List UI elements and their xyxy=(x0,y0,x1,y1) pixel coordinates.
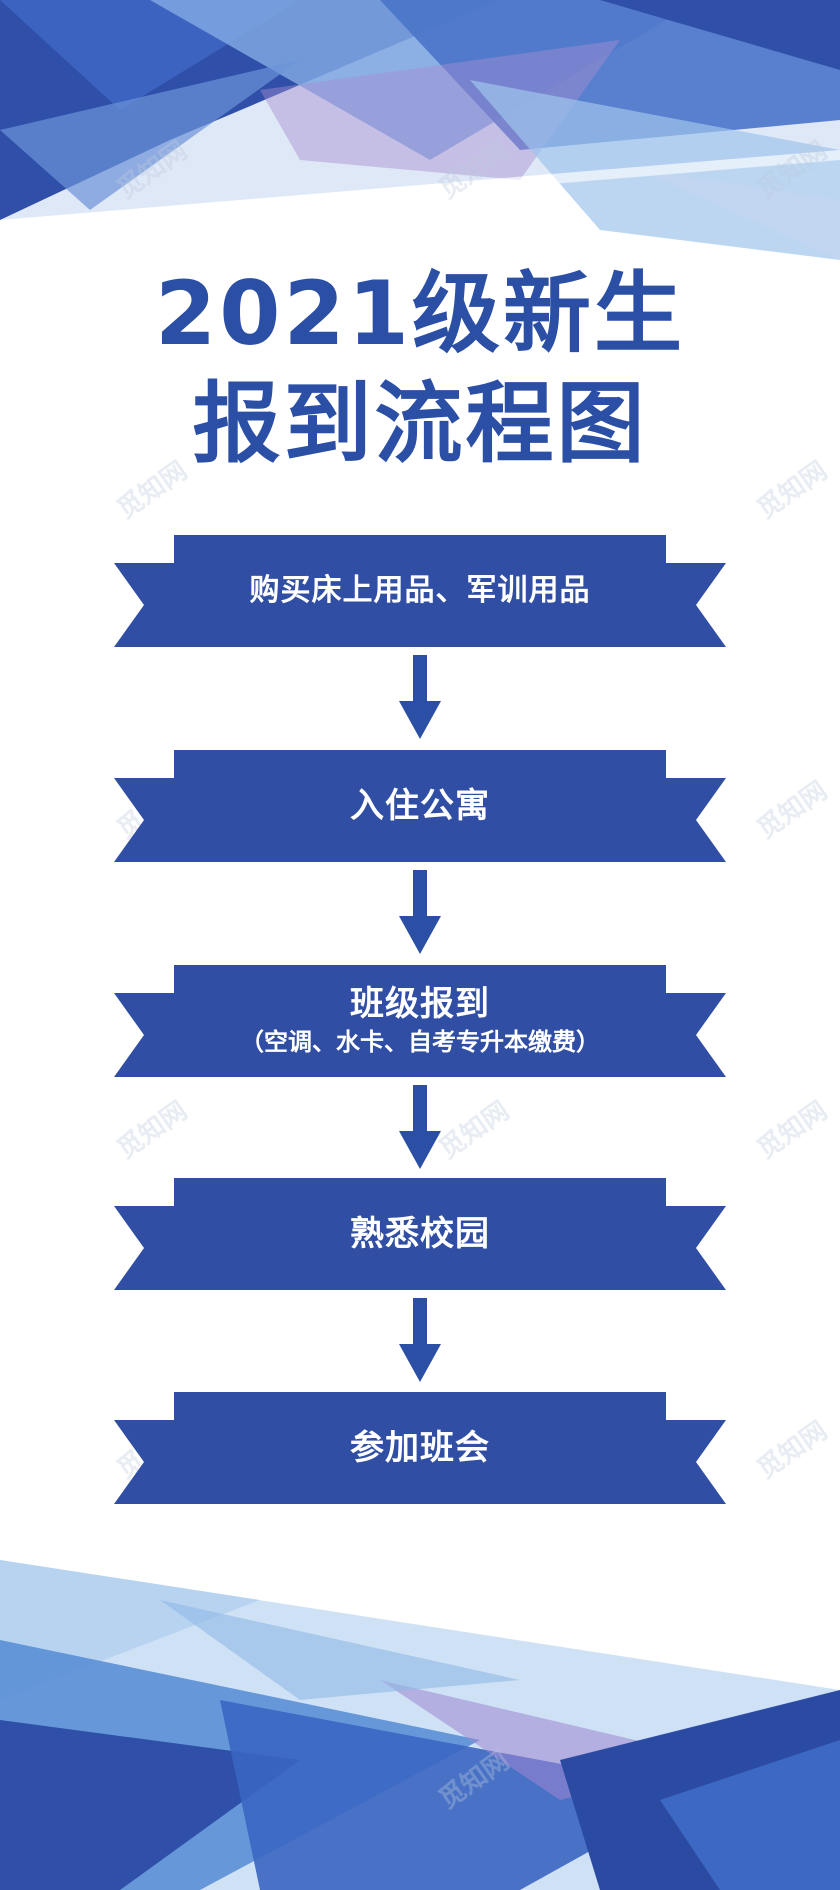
down-arrow-icon xyxy=(399,1298,441,1382)
ribbon-shape xyxy=(114,1178,726,1290)
ribbon-shape xyxy=(114,750,726,862)
flow-step-1: 购买床上用品、军训用品 xyxy=(114,535,726,647)
ribbon-shape xyxy=(114,535,726,647)
step-sublabel: （空调、水卡、自考专升本缴费） xyxy=(240,1027,600,1056)
down-arrow-icon xyxy=(399,1085,441,1169)
flow-step-5: 参加班会 xyxy=(114,1392,726,1504)
step-label: 班级报到 xyxy=(350,984,490,1024)
step-label: 入住公寓 xyxy=(350,785,490,826)
flow-step-4: 熟悉校园 xyxy=(114,1178,726,1290)
page-title-line-1: 2021级新生 xyxy=(155,262,685,365)
down-arrow-icon xyxy=(399,870,441,954)
flow-step-2: 入住公寓 xyxy=(114,750,726,862)
page-title-line-2: 报到流程图 xyxy=(192,372,648,475)
step-label: 熟悉校园 xyxy=(350,1213,490,1254)
step-label: 参加班会 xyxy=(350,1427,490,1468)
flow-step-3: 班级报到 （空调、水卡、自考专升本缴费） xyxy=(114,965,726,1077)
ribbon-shape xyxy=(114,965,726,1077)
down-arrow-icon xyxy=(399,655,441,739)
step-label: 购买床上用品、军训用品 xyxy=(249,573,591,608)
ribbon-shape xyxy=(114,1392,726,1504)
